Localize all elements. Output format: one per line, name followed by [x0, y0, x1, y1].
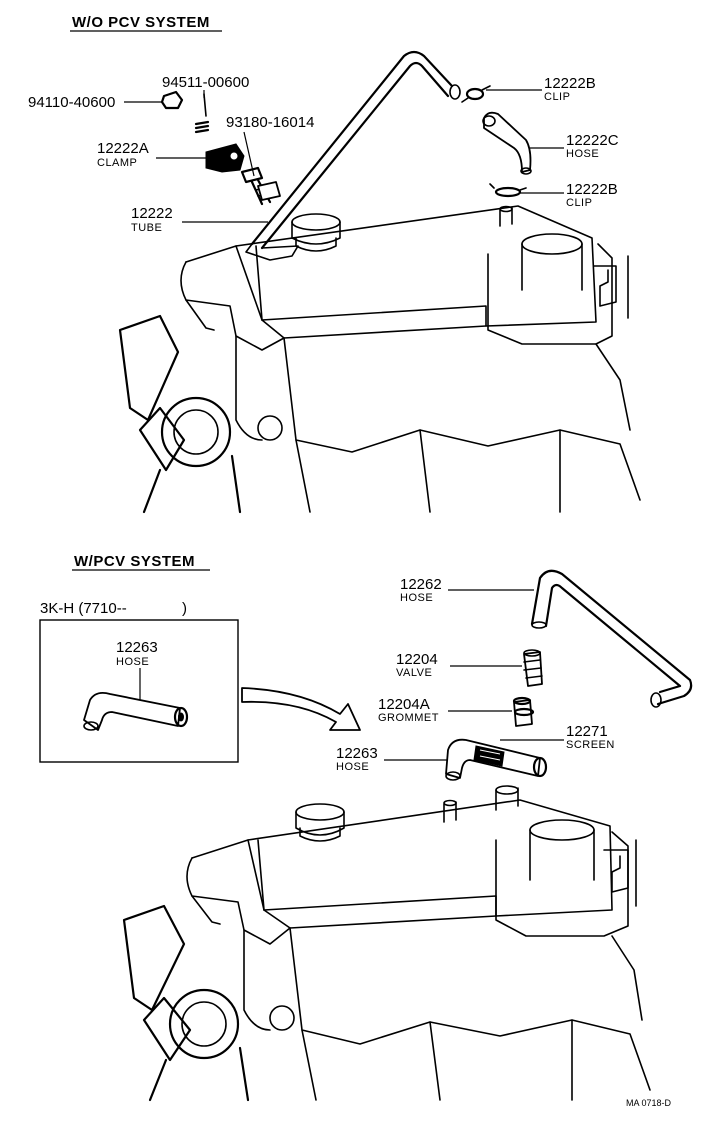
- inset-title: 3K-H (7710--: [40, 600, 127, 617]
- footer-code: MA 0718-D: [626, 1098, 672, 1108]
- callout-12222a: 12222A CLAMP: [97, 140, 206, 169]
- callout-12222: 12222 TUBE: [131, 205, 268, 234]
- part-name: TUBE: [131, 222, 162, 234]
- callout-12262: 12262 HOSE: [400, 576, 534, 604]
- part-name: VALVE: [396, 667, 432, 679]
- bottom-section: W/PCV SYSTEM 3K-H (7710-- ) 12263 HOSE: [39, 553, 693, 1108]
- part-number: 12222B: [544, 75, 596, 92]
- inset-title-close: ): [182, 600, 187, 617]
- part-name: CLIP: [544, 91, 570, 103]
- callout-12271: 12271 SCREEN: [500, 723, 615, 751]
- part-name: GROMMET: [378, 712, 439, 724]
- washer-94511-drawing: [194, 93, 210, 134]
- hose-12262-drawing: [530, 569, 693, 708]
- part-number: 12204: [396, 651, 438, 668]
- callout-12222b-mid: 12222B CLIP: [520, 181, 618, 209]
- part-number: 12222A: [97, 140, 149, 157]
- callout-12263: 12263 HOSE: [336, 745, 448, 773]
- callout-12204: 12204 VALVE: [396, 651, 522, 679]
- screen-12271-drawing: [473, 745, 505, 767]
- callout-94110-40600: 94110-40600: [28, 94, 162, 111]
- inset-3kh: 3K-H (7710-- ) 12263 HOSE: [39, 600, 239, 763]
- arrow-to-engine: [241, 687, 361, 731]
- part-number: 12204A: [378, 696, 430, 713]
- clip-12222b-mid-drawing: [489, 183, 527, 198]
- bolt-93180-drawing: [240, 166, 281, 206]
- engine-drawing-bottom: [122, 785, 651, 1102]
- clamp-12222a-drawing: [205, 143, 245, 173]
- bottom-section-title: W/PCV SYSTEM: [74, 553, 195, 570]
- part-number: 93180-16014: [226, 114, 314, 131]
- part-name: SCREEN: [566, 739, 615, 751]
- top-section-title: W/O PCV SYSTEM: [72, 14, 210, 31]
- part-name: CLAMP: [97, 157, 137, 169]
- part-number: 94110-40600: [28, 94, 115, 111]
- nut-94110-drawing: [160, 90, 184, 110]
- clip-12222b-top-drawing: [461, 85, 491, 103]
- callout-12222c: 12222C HOSE: [530, 132, 619, 160]
- part-number: 94511-00600: [162, 74, 249, 91]
- inset-part-name: HOSE: [116, 656, 149, 668]
- part-number: 12222: [131, 205, 173, 222]
- part-number: 12263: [336, 745, 378, 762]
- part-name: CLIP: [566, 197, 592, 209]
- callout-94511-00600: 94511-00600: [162, 74, 249, 98]
- grommet-12204a-drawing: [512, 696, 535, 727]
- part-name: HOSE: [400, 592, 433, 604]
- part-name: HOSE: [336, 761, 369, 773]
- hose-12222c-drawing: [482, 111, 532, 175]
- part-number: 12222B: [566, 181, 618, 198]
- valve-12204-drawing: [523, 649, 543, 687]
- engine-drawing-top: [118, 205, 641, 514]
- part-number: 12222C: [566, 132, 619, 149]
- callout-93180-16014: 93180-16014: [226, 114, 314, 177]
- part-name: HOSE: [566, 148, 599, 160]
- callout-12222b-top: 12222B CLIP: [486, 75, 596, 103]
- part-number: 12262: [400, 576, 442, 593]
- part-number: 12271: [566, 723, 608, 740]
- top-section: W/O PCV SYSTEM: [28, 14, 641, 514]
- inset-part-number: 12263: [116, 639, 158, 656]
- inset-frame: [39, 619, 239, 763]
- callout-12204a: 12204A GROMMET: [378, 696, 512, 724]
